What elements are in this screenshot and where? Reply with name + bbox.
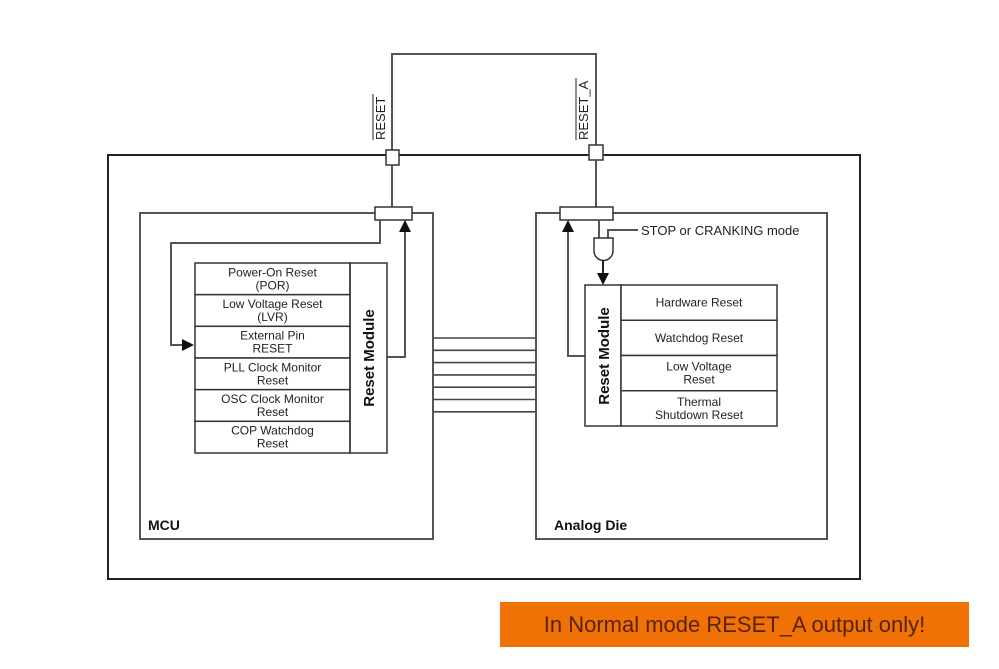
analog-reset-source-row: Hardware Reset xyxy=(620,284,778,321)
gate-input-b xyxy=(607,229,638,238)
mcu-reset-output-path xyxy=(387,220,411,358)
analog-reset-output-path xyxy=(562,220,585,357)
mcu-reset-source-row: Power-On Reset(POR) xyxy=(194,262,351,296)
mcu-reset-source-cell xyxy=(194,388,351,423)
mcu-reset-input-path xyxy=(170,220,381,351)
mcu-reset-module-label: Reset Module xyxy=(361,309,378,407)
analog-reset-source-label: Hardware Reset xyxy=(656,296,743,310)
analog-reset-module-label: Reset Module xyxy=(596,307,613,405)
mcu-reset-source-cell xyxy=(194,420,351,454)
analog-reset-source-label: Shutdown Reset xyxy=(655,408,744,422)
mcu-io-buffer xyxy=(374,206,413,221)
mcu-block xyxy=(139,212,434,540)
pin-interconnect-wire xyxy=(391,53,597,150)
and-gate-icon xyxy=(593,237,614,262)
mcu-reset-source-label: External Pin xyxy=(240,329,305,343)
analog-die-block xyxy=(535,212,828,540)
mcu-reset-source-cell xyxy=(194,293,351,328)
mcu-reset-source-label: Reset xyxy=(257,405,289,419)
reset-a-pin-label: RESET_A xyxy=(576,80,591,140)
mcu-reset-source-label: Reset xyxy=(257,437,289,451)
gate-input-label: STOP or CRANKING mode xyxy=(641,223,799,238)
mcu-reset-source-label: (POR) xyxy=(256,278,290,292)
mcu-reset-source-row: Low Voltage Reset(LVR) xyxy=(194,293,351,328)
mcu-reset-source-label: OSC Clock Monitor xyxy=(221,392,324,406)
inter-die-bus xyxy=(434,337,535,413)
analog-reset-source-label: Thermal xyxy=(677,395,721,409)
mcu-reset-source-label: Power-On Reset xyxy=(228,265,317,279)
mcu-reset-source-label: (LVR) xyxy=(257,310,287,324)
mcu-reset-module xyxy=(349,262,388,454)
mcu-reset-source-label: RESET xyxy=(252,342,293,356)
analog-reset-source-row: Watchdog Reset xyxy=(620,319,778,357)
analog-reset-source-cell xyxy=(620,284,778,321)
mcu-reset-source-label: Low Voltage Reset xyxy=(222,297,323,311)
mcu-reset-source-cell xyxy=(194,325,351,359)
analog-reset-source-cell xyxy=(620,319,778,357)
analog-reset-source-label: Low Voltage xyxy=(666,360,732,374)
analog-io-buffer xyxy=(559,206,614,221)
reset-a-pin-pad xyxy=(588,144,604,161)
mcu-reset-sources-table: Power-On Reset(POR)Low Voltage Reset(LVR… xyxy=(194,262,351,454)
analog-reset-source-label: Reset xyxy=(683,373,715,387)
package-outline xyxy=(107,154,861,580)
reset-pin-pad xyxy=(385,149,400,166)
mcu-label: MCU xyxy=(148,517,180,533)
reset-pin-label: RESET xyxy=(373,97,388,140)
analog-reset-source-cell xyxy=(620,390,778,427)
mcu-reset-source-label: Reset xyxy=(257,373,289,387)
mcu-reset-source-label: COP Watchdog xyxy=(231,424,314,438)
normal-mode-note: In Normal mode RESET_A output only! xyxy=(500,602,969,647)
analog-reset-source-label: Watchdog Reset xyxy=(655,331,744,345)
analog-die-label: Analog Die xyxy=(554,517,627,533)
mcu-reset-source-label: PLL Clock Monitor xyxy=(224,360,322,374)
